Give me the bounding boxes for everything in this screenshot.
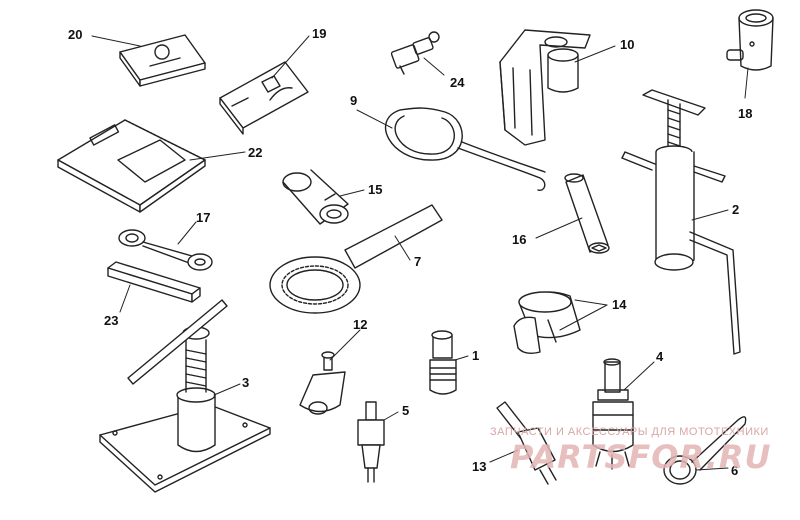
part-label-1: 1 <box>472 348 480 363</box>
part-6-ring-drawing <box>663 416 747 485</box>
part-13-valve-tool-drawing <box>496 401 557 485</box>
part-label-5: 5 <box>402 403 410 418</box>
part-23-bar-drawing <box>107 261 201 303</box>
part-label-2: 2 <box>732 202 740 217</box>
part-12-tool-drawing <box>299 351 346 415</box>
watermark-brand: PARTSFOR.RU <box>510 438 772 476</box>
part-label-4: 4 <box>656 349 664 364</box>
part-24-key-drawing <box>390 31 440 75</box>
part-19-booklet-drawing <box>219 61 309 135</box>
part-label-13: 13 <box>472 459 487 474</box>
part-label-20: 20 <box>68 27 83 42</box>
part-22-manual-drawing <box>57 119 206 213</box>
part-label-6: 6 <box>731 463 739 478</box>
part-label-22: 22 <box>248 145 263 160</box>
part-label-9: 9 <box>350 93 358 108</box>
part-label-7: 7 <box>414 254 422 269</box>
part-label-19: 19 <box>312 26 327 41</box>
part-18-sleeve-drawing <box>726 9 774 71</box>
part-3-press-drawing <box>99 299 271 493</box>
part-label-10: 10 <box>620 37 635 52</box>
part-label-18: 18 <box>738 106 753 121</box>
part-14-bushings-drawing <box>513 291 581 355</box>
part-9-strap-drawing <box>384 107 546 191</box>
part-label-16: 16 <box>512 232 527 247</box>
part-7-ring-spanner-drawing <box>269 204 443 314</box>
part-label-23: 23 <box>104 313 119 328</box>
part-label-12: 12 <box>353 317 368 332</box>
part-label-14: 14 <box>612 297 627 312</box>
part-15-sleeve-drawing <box>282 169 349 225</box>
part-label-3: 3 <box>242 375 250 390</box>
part-20-booklet-drawing <box>119 34 206 87</box>
part-17-spanner-drawing <box>118 229 213 271</box>
part-5-valve-tool-drawing <box>357 401 385 483</box>
part-1-adapter-drawing <box>429 330 457 395</box>
part-4-puller-drawing <box>592 358 634 470</box>
part-label-24: 24 <box>450 75 465 90</box>
part-16-socket-drawing <box>564 173 610 254</box>
part-label-17: 17 <box>196 210 211 225</box>
watermark-tagline: ЗАПЧАСТИ И АКСЕССУАРЫ ДЛЯ МОТОТЕХНИКИ <box>490 426 769 438</box>
part-10-bracket-drawing <box>499 29 591 146</box>
part-label-15: 15 <box>368 182 383 197</box>
leader-lines <box>91 35 749 471</box>
part-2-puller-drawing <box>621 89 741 355</box>
